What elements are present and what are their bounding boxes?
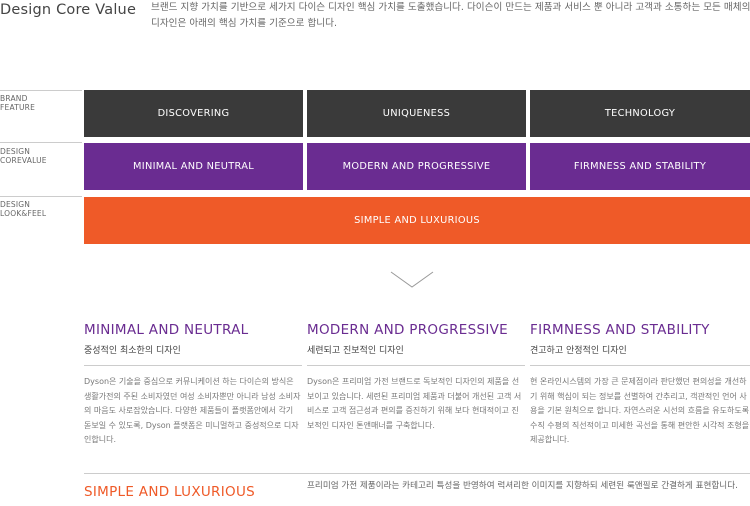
simple-luxurious-desc: 프리미엄 가전 제품이라는 카테고리 특성을 반영하여 럭셔리한 이미지를 지향… — [307, 481, 738, 491]
core-value-minimal: MINIMAL AND NEUTRAL — [84, 143, 303, 190]
row-label-brand-feature: BRAND FEATURE — [0, 94, 35, 112]
row-label-line: BRAND — [0, 94, 28, 103]
divider — [530, 365, 750, 366]
column-firmness: FIRMNESS AND STABILITY 견고하고 안정적인 디자인 현 온… — [530, 322, 750, 448]
column-subtitle: 중성적인 최소한의 디자인 — [84, 346, 181, 356]
page-title: Design Core Value — [0, 2, 137, 18]
core-value-modern: MODERN AND PROGRESSIVE — [307, 143, 526, 190]
column-subtitle: 견고하고 안정적인 디자인 — [530, 346, 627, 356]
row-label-line: LOOK&FEEL — [0, 209, 47, 218]
simple-luxurious-title: SIMPLE AND LUXURIOUS — [84, 484, 255, 500]
divider — [0, 196, 82, 197]
column-minimal: MINIMAL AND NEUTRAL 중성적인 최소한의 디자인 Dyson은… — [84, 322, 302, 448]
core-value-firmness: FIRMNESS AND STABILITY — [530, 143, 750, 190]
chevron-down-icon — [390, 271, 434, 288]
intro-text: 브랜드 지향 가치를 기반으로 세가지 다이슨 디자인 핵심 가치를 도출했습니… — [151, 2, 750, 29]
divider — [84, 473, 750, 474]
row-label-line: FEATURE — [0, 103, 36, 112]
column-body: Dyson은 프리미엄 가전 브랜드로 독보적인 디자인의 제품을 선보이고 있… — [307, 377, 522, 430]
column-title: FIRMNESS AND STABILITY — [530, 322, 710, 338]
divider — [84, 365, 302, 366]
row-label-line: DESIGN — [0, 200, 31, 209]
divider — [0, 90, 82, 91]
brand-feature-technology: TECHNOLOGY — [530, 90, 750, 137]
brand-feature-discovering: DISCOVERING — [84, 90, 303, 137]
column-body: 현 온라인시스템의 가장 큰 문제점이라 판단했던 편의성을 개선하기 위해 핵… — [530, 377, 750, 444]
column-subtitle: 세련되고 진보적인 디자인 — [307, 346, 404, 356]
divider — [0, 142, 82, 143]
brand-feature-uniqueness: UNIQUENESS — [307, 90, 526, 137]
row-label-design-corevalue: DESIGN COREVALUE — [0, 147, 47, 165]
row-label-line: COREVALUE — [0, 156, 47, 165]
divider — [307, 365, 525, 366]
row-label-line: DESIGN — [0, 147, 31, 156]
column-title: MINIMAL AND NEUTRAL — [84, 322, 249, 338]
look-feel-simple-luxurious: SIMPLE AND LUXURIOUS — [84, 197, 750, 244]
column-modern: MODERN AND PROGRESSIVE 세련되고 진보적인 디자인 Dys… — [307, 322, 525, 433]
column-title: MODERN AND PROGRESSIVE — [307, 322, 508, 338]
row-label-design-lookfeel: DESIGN LOOK&FEEL — [0, 200, 46, 218]
column-body: Dyson은 기술을 중심으로 커뮤니케이션 하는 다이슨의 방식은 생활가전의… — [84, 377, 301, 444]
